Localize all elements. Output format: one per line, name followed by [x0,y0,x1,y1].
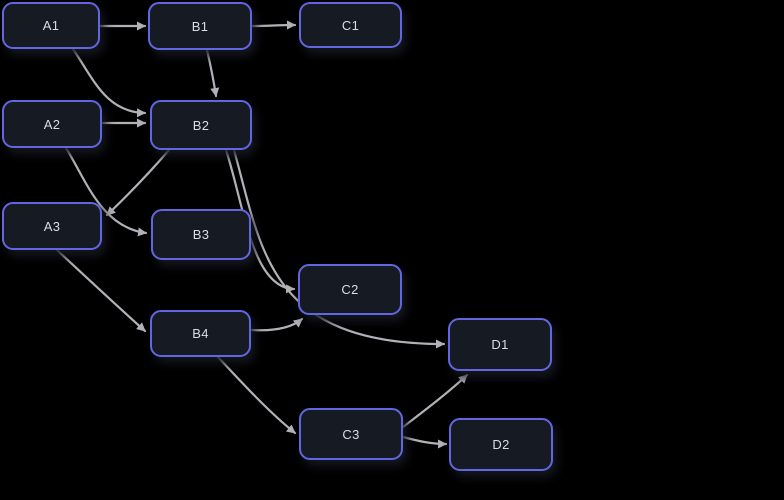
node-c2[interactable]: C2 [298,264,402,315]
edge-b1-c1 [250,20,297,30]
node-label: B1 [191,18,209,34]
node-label: C2 [341,282,359,297]
node-b4[interactable]: B4 [150,310,251,357]
node-label: B4 [192,326,209,341]
node-label: B2 [192,117,210,133]
node-label: B3 [192,227,210,242]
edge-b4-c2 [250,317,304,332]
edge-a3-b4 [55,248,147,333]
edge-b1-b2 [205,48,220,98]
node-a1[interactable]: A1 [2,2,100,49]
edge-a2-b3 [64,146,148,237]
node-label: A3 [43,218,61,234]
node-a2[interactable]: A2 [2,100,102,148]
node-label: A1 [42,18,60,33]
node-b3[interactable]: B3 [151,209,251,260]
node-label: D2 [492,437,510,452]
edge-b2-d1 [232,148,446,349]
node-c1[interactable]: C1 [299,2,402,48]
node-a3[interactable]: A3 [2,202,102,250]
edge-a1-b2 [71,47,147,118]
node-d1[interactable]: D1 [448,318,552,371]
edge-b4-c3 [216,355,297,435]
node-label: C1 [341,17,360,33]
node-label: C3 [342,426,360,442]
edges-group [55,20,469,449]
edge-c3-d2 [401,435,448,449]
node-b2[interactable]: B2 [150,100,252,150]
edge-b2-a3 [105,148,171,217]
node-b1[interactable]: B1 [148,2,252,50]
node-c3[interactable]: C3 [299,408,403,460]
node-label: A2 [43,116,61,132]
node-label: D1 [491,337,509,352]
edge-c3-d1 [401,373,469,429]
node-d2[interactable]: D2 [449,418,553,471]
edge-b2-c2 [224,148,296,294]
